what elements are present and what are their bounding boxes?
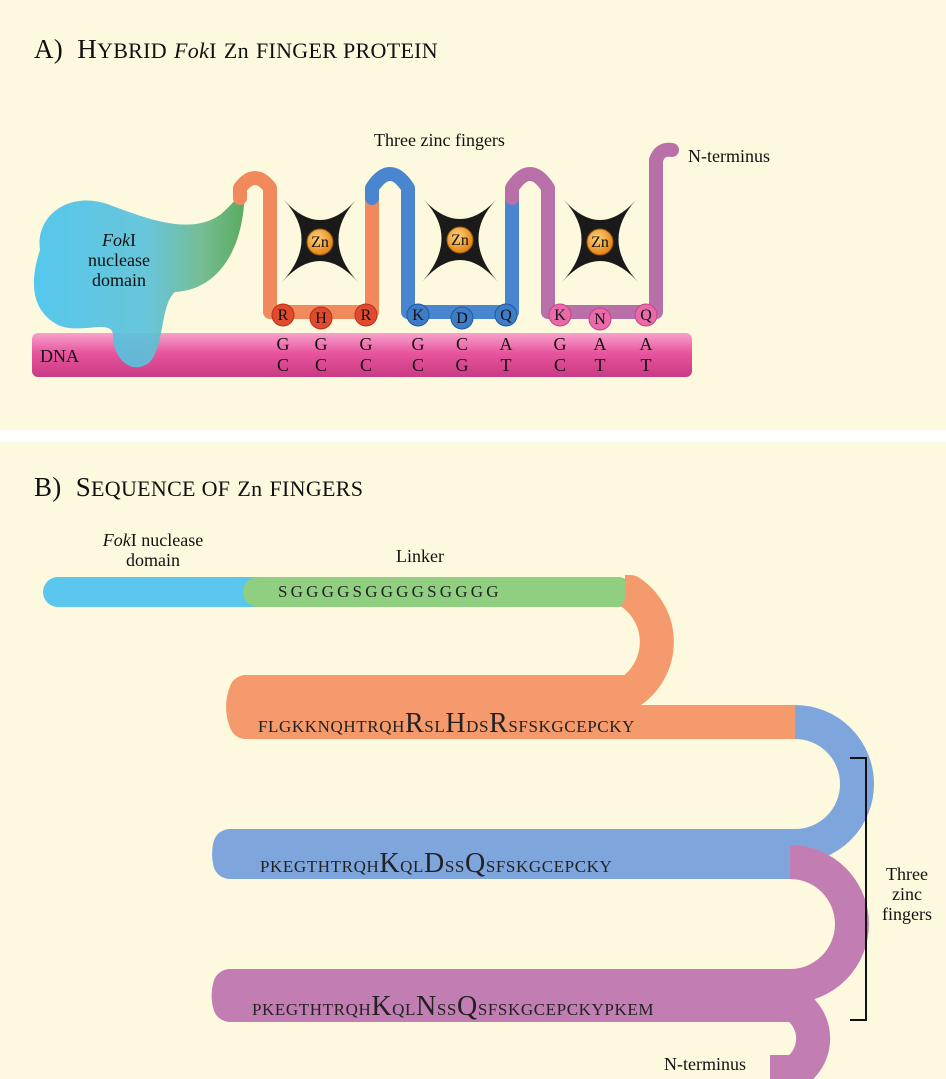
three-zinc-fingers-bracket bbox=[850, 757, 867, 1021]
zinc-finger-2 bbox=[365, 167, 519, 319]
finger-2-sequence: PKEGTHTRQHKQLDSSQSFSKGCEPCKY bbox=[260, 848, 613, 879]
zn-star-1 bbox=[282, 200, 358, 282]
dna-top-base-2: G bbox=[314, 334, 328, 354]
residue-label-5: D bbox=[456, 310, 468, 327]
residue-label-1: R bbox=[277, 307, 289, 324]
foki-nuclease-domain bbox=[33, 193, 245, 368]
dna-top-base-8: A bbox=[593, 334, 607, 354]
dna-bottom-base-3: C bbox=[359, 355, 372, 375]
dna-bottom-base-4: C bbox=[411, 355, 424, 375]
residue-label-8: N bbox=[594, 311, 606, 328]
n-terminus-label: N-terminus bbox=[688, 146, 770, 166]
dna-strand bbox=[32, 333, 692, 377]
residue-label-6: Q bbox=[500, 307, 512, 324]
linker-label: Linker bbox=[396, 546, 444, 566]
n-terminus-label-b: N-terminus bbox=[664, 1054, 746, 1074]
residue-bead-8 bbox=[588, 307, 612, 331]
zn-star-3 bbox=[562, 200, 638, 282]
zn-label-1: Zn bbox=[311, 234, 329, 251]
nuclease-domain-label-b: FokI nuclease domain bbox=[102, 530, 204, 570]
residue-bead-7 bbox=[548, 303, 572, 327]
finger-1-sequence: FLGKKNQHTRQHRSLHDSRSFSKGCEPCKY bbox=[258, 708, 635, 739]
panel-b-title: B) SEQUENCE OF Zn FINGERS bbox=[34, 472, 364, 502]
sequence-ribbon-diagram bbox=[43, 575, 874, 1079]
ribbon-finger-1 bbox=[226, 575, 795, 739]
zinc-finger-protein-diagram bbox=[32, 142, 692, 377]
residue-label-2: H bbox=[315, 310, 327, 327]
panel-a: A) HYBRID FokI Zn FINGER PROTEIN bbox=[0, 0, 946, 430]
ribbon-finger-2 bbox=[212, 705, 874, 879]
finger-3-sequence: PKEGTHTRQHKQLNSSQSFSKGCEPCKYPKEM bbox=[252, 991, 655, 1022]
linker-sequence: SGGGGSGGGGSGGGG bbox=[278, 582, 502, 601]
zn-label-2: Zn bbox=[451, 232, 469, 249]
residue-bead-5 bbox=[450, 306, 474, 330]
residue-bead-2 bbox=[309, 306, 333, 330]
residue-bead-4 bbox=[406, 303, 430, 327]
dna-top-base-7: G bbox=[553, 334, 567, 354]
three-zinc-fingers-label: Three zinc fingers bbox=[374, 130, 505, 150]
residue-label-7: K bbox=[554, 307, 566, 324]
dna-top-base-5: C bbox=[455, 334, 468, 354]
residue-bead-3 bbox=[354, 303, 378, 327]
residue-bead-1 bbox=[271, 303, 295, 327]
ribbon-finger-3 bbox=[211, 845, 869, 1079]
dna-bottom-base-8: T bbox=[594, 355, 606, 375]
dna-bottom-base-6: T bbox=[500, 355, 512, 375]
residue-bead-9 bbox=[634, 303, 658, 327]
dna-top-base-4: G bbox=[411, 334, 425, 354]
dna-bottom-base-5: G bbox=[455, 355, 469, 375]
dna-top-base-6: A bbox=[499, 334, 513, 354]
zn-star-2 bbox=[422, 200, 498, 282]
residue-label-9: Q bbox=[640, 307, 652, 324]
dna-top-base-9: A bbox=[639, 334, 653, 354]
dna-bottom-base-7: C bbox=[553, 355, 566, 375]
residue-bead-6 bbox=[494, 303, 518, 327]
dna-bottom-base-9: T bbox=[640, 355, 652, 375]
dna-top-base-1: G bbox=[276, 334, 290, 354]
residue-label-4: K bbox=[412, 307, 424, 324]
zn-label-3: Zn bbox=[591, 234, 609, 251]
nuclease-domain-label: FokI nuclease domain bbox=[88, 230, 150, 290]
dna-bottom-base-2: C bbox=[314, 355, 327, 375]
three-zinc-fingers-label-b: Three zinc fingers bbox=[882, 864, 932, 924]
zinc-finger-3 bbox=[505, 142, 679, 319]
dna-top-base-3: G bbox=[359, 334, 373, 354]
dna-label: DNA bbox=[40, 346, 79, 366]
panel-a-title: A) HYBRID FokI Zn FINGER PROTEIN bbox=[34, 34, 438, 64]
dna-bottom-base-1: C bbox=[276, 355, 289, 375]
panel-b: B) SEQUENCE OF Zn FINGERS FokI nuclease … bbox=[0, 442, 946, 1079]
residue-label-3: R bbox=[360, 307, 372, 324]
zinc-finger-1 bbox=[233, 171, 379, 319]
